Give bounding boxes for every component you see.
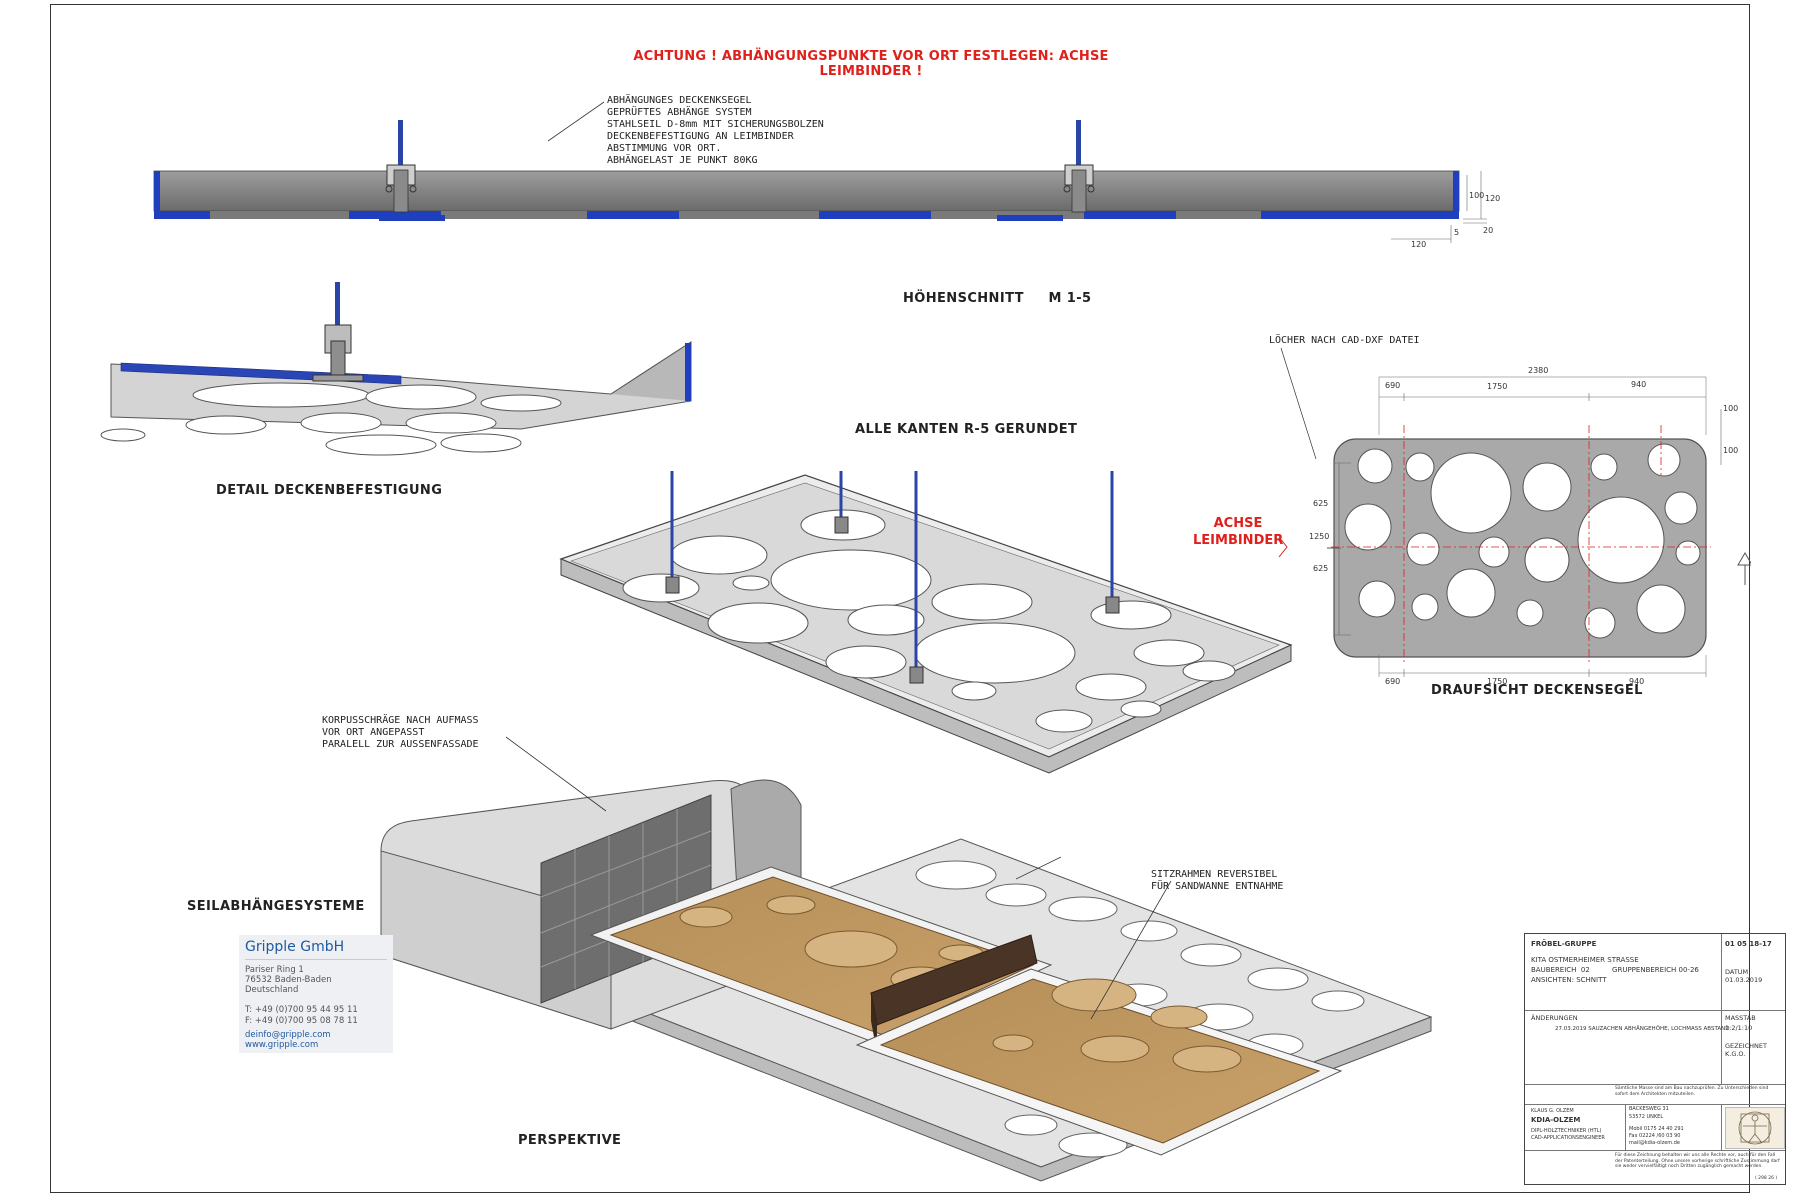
tb-number: 01 05 18-17 <box>1725 940 1772 948</box>
dim-top-690: 690 <box>1385 381 1400 390</box>
supplier-email-link[interactable]: deinfo@gripple.com <box>245 1030 331 1040</box>
section-note: ABHÄNGUNGES DECKENKSEGEL GEPRÜFTES ABHÄN… <box>607 95 824 167</box>
detail-title: DETAIL DECKENBEFESTIGUNG <box>216 483 443 498</box>
dim-top-1750: 1750 <box>1487 382 1507 391</box>
supplier-address-2: 76532 Baden-Baden <box>245 975 332 985</box>
dim-right-100a: 100 <box>1723 404 1738 413</box>
section-note-line: ABHÄNGUNGES DECKENKSEGEL <box>607 95 752 106</box>
korpus-note: KORPUSSCHRÄGE NACH AUFMASS VOR ORT ANGEP… <box>322 715 479 751</box>
dim-total-2380: 2380 <box>1528 366 1548 375</box>
dim-625a: 625 <box>1313 499 1328 508</box>
furniture-perspective <box>380 736 1433 1182</box>
tb-role1: DIPL-HOLZTECHNIKER (HTL) <box>1531 1128 1602 1134</box>
detail-view <box>100 282 692 456</box>
vitruvian-logo <box>1725 1107 1785 1149</box>
plan-title: DRAUFSICHT DECKENSEGEL <box>1431 683 1643 698</box>
section-note-line: STAHLSEIL D-8mm MIT SICHERUNGSBOLZEN <box>607 119 824 130</box>
tb-massstab: 1:2/1:10 <box>1725 1024 1753 1032</box>
tb-fax: Fax 02224 /60 03 90 <box>1629 1133 1681 1139</box>
supplier-phone: T: +49 (0)700 95 44 95 11 <box>245 1005 358 1015</box>
tb-name-small: KLAUS G. OLZEM <box>1531 1108 1574 1114</box>
dim-120: 120 <box>1485 194 1500 203</box>
tb-datum-label: DATUM <box>1725 968 1749 976</box>
tb-change: 27.03.2019 SAUZACHEN ABHÄNGEHÖHE, LOCHMA… <box>1555 1026 1730 1032</box>
tb-mail: mail@kdia-olzem.de <box>1629 1140 1680 1146</box>
section-note-line: DECKENBEFESTIGUNG AN LEIMBINDER <box>607 131 794 142</box>
warning-banner: ACHTUNG ! ABHÄNGUNGSPUNKTE VOR ORT FESTL… <box>633 49 1109 79</box>
tb-role2: CAD-APPLICATIONSENGINEER <box>1531 1135 1605 1141</box>
ceiling-panel-perspective <box>559 471 1293 774</box>
korpus-note-line: VOR ORT ANGEPASST <box>322 727 425 738</box>
dim-5: 5 <box>1454 228 1459 237</box>
dim-bot-940: 940 <box>1629 677 1644 686</box>
section-note-line: ABHÄNGELAST JE PUNKT 80KG <box>607 155 758 166</box>
vitruvian-figure-icon <box>1738 1111 1772 1145</box>
supplier-brand: Gripple GmbH <box>245 939 345 955</box>
section-note-line: ABSTIMMUNG VOR ORT. <box>607 143 722 154</box>
tb-company: FRÖBEL-GRUPPE <box>1531 940 1597 948</box>
supplier-web-link[interactable]: www.gripple.com <box>245 1040 319 1050</box>
dim-625b: 625 <box>1313 564 1328 573</box>
tb-city: 53572 UNKEL <box>1629 1114 1664 1120</box>
tb-project: KITA OSTMERHEIMER STRASSE <box>1531 956 1639 964</box>
dim-top-940: 940 <box>1631 380 1646 389</box>
achse-line-2: LEIMBINDER <box>1193 533 1284 548</box>
title-block: FRÖBEL-GRUPPE 01 05 18-17 KITA OSTMERHEI… <box>1524 933 1786 1185</box>
dim-bot-690: 690 <box>1385 677 1400 686</box>
dim-bot-1750: 1750 <box>1487 677 1507 686</box>
sitzrahmen-note: SITZRAHMEN REVERSIBEL FÜR SANDWANNE ENTN… <box>1151 869 1283 893</box>
korpus-note-line: PARALELL ZUR AUSSENFASSADE <box>322 739 479 750</box>
supplier-address-1: Pariser Ring 1 <box>245 965 304 975</box>
drawing-canvas: 100 120 20 120 5 <box>100 101 1751 1182</box>
tb-street: BACKESWEG 31 <box>1629 1106 1669 1112</box>
dim-1250: 1250 <box>1309 532 1329 541</box>
edges-title: ALLE KANTEN R-5 GERUNDET <box>855 422 1078 437</box>
supplier-address-3: Deutschland <box>245 985 299 995</box>
tb-footer-text: Für diese Zeichnung behalten wir uns all… <box>1615 1153 1780 1169</box>
achse-leimbinder-label: ACHSE LEIMBINDER <box>1193 515 1283 549</box>
achse-line-1: ACHSE <box>1213 516 1263 531</box>
sitzrahmen-note-line: FÜR SANDWANNE ENTNAHME <box>1151 881 1284 892</box>
supplier-divider <box>245 959 387 960</box>
tb-ansicht: ANSICHTEN: SCHNITT <box>1531 976 1607 984</box>
korpus-note-line: KORPUSSCHRÄGE NACH AUFMASS <box>322 715 479 726</box>
supplier-fax: F: +49 (0)700 95 08 78 11 <box>245 1016 358 1026</box>
plan-view: 2380 690 1750 940 100 100 625 1250 625 1… <box>1278 347 1751 686</box>
section-title: HÖHENSCHNITT M 1-5 <box>903 291 1092 306</box>
tb-mobile: Mobil 0175 24 40 291 <box>1629 1126 1684 1132</box>
supplier-heading: SEILABHÄNGESYSTEME <box>187 899 365 914</box>
dim-right-100b: 100 <box>1723 446 1738 455</box>
tb-small-print: Sämtliche Masse sind am Bau nachzuprüfen… <box>1615 1086 1769 1097</box>
dim-120b: 120 <box>1411 240 1426 249</box>
tb-gez-label: GEZEICHNET <box>1725 1042 1767 1050</box>
tb-firm: KDIA-OLZEM <box>1531 1116 1581 1124</box>
tb-aenderungen-label: ÄNDERUNGEN <box>1531 1014 1578 1022</box>
holes-note: LÖCHER NACH CAD-DXF DATEI <box>1269 335 1420 346</box>
tb-datum: 01.03.2019 <box>1725 976 1763 984</box>
drawing-sheet: 100 120 20 120 5 <box>50 4 1786 1193</box>
dim-20: 20 <box>1483 226 1493 235</box>
perspective-title: PERSPEKTIVE <box>518 1133 622 1148</box>
section-view: 100 120 20 120 5 <box>153 101 1500 249</box>
sitzrahmen-note-line: SITZRAHMEN REVERSIBEL <box>1151 869 1278 880</box>
tb-massstab-label: MASSTAB <box>1725 1014 1756 1022</box>
tb-gez: K.G.O. <box>1725 1050 1746 1058</box>
section-note-line: GEPRÜFTES ABHÄNGE SYSTEM <box>607 107 752 118</box>
tb-bau: BAUBEREICH 02 GRUPPENBEREICH 00-26 <box>1531 966 1699 974</box>
tb-sheet-no: ( 298 26 ) <box>1755 1176 1778 1181</box>
supplier-card: Gripple GmbH Pariser Ring 1 76532 Baden-… <box>239 935 393 1053</box>
dim-100: 100 <box>1469 191 1484 200</box>
